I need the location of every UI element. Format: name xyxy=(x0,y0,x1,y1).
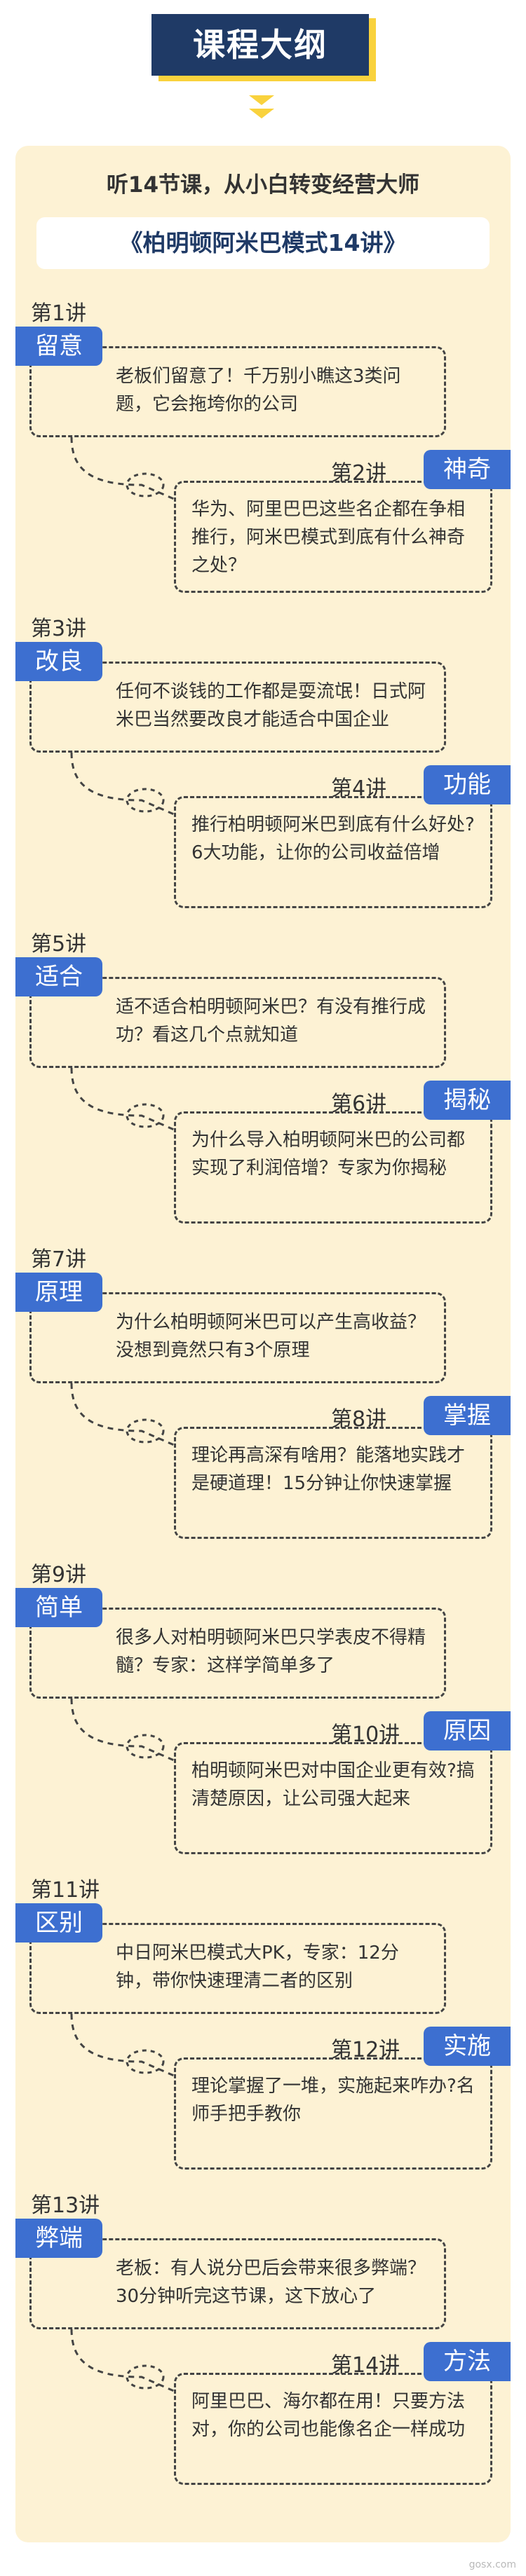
lesson-tag[interactable]: 掌握 xyxy=(424,1396,511,1435)
lesson-number: 第13讲 xyxy=(31,2193,100,2218)
lesson-description: 理论再高深有啥用？能落地实践才是硬道理！15分钟让你快速掌握 xyxy=(174,1427,492,1539)
chevron-down-icon xyxy=(249,95,274,105)
lesson-tag[interactable]: 方法 xyxy=(424,2342,511,2381)
lesson-description: 老板：有人说分巴后会带来很多弊端？30分钟听完这节课，这下放心了 xyxy=(29,2238,446,2329)
lesson-number: 第7讲 xyxy=(31,1247,87,1272)
lesson-number: 第9讲 xyxy=(31,1563,87,1587)
subtitle: 听14节课，从小白转变经营大师 xyxy=(106,172,420,198)
lesson-pair: 第9讲 很多人对柏明顿阿米巴只学表皮不得精髓？专家：这样学简单多了 简单 第10… xyxy=(15,1557,511,1872)
lesson-description: 为什么柏明顿阿米巴可以产生高收益？没想到竟然只有3个原理 xyxy=(29,1292,446,1383)
lesson-description: 华为、阿里巴巴这些名企都在争相推行，阿米巴模式到底有什么神奇之处？ xyxy=(174,481,492,593)
chevron-down-icon xyxy=(249,109,274,118)
lesson-description: 推行柏明顿阿米巴到底有什么好处?6大功能，让你的公司收益倍增 xyxy=(174,796,492,908)
lesson-tag[interactable]: 改良 xyxy=(15,642,102,681)
lesson-pair: 第3讲 任何不谈钱的工作都是耍流氓！日式阿米巴当然要改良才能适合中国企业 改良 … xyxy=(15,611,511,926)
lesson-pair: 第5讲 适不适合柏明顿阿米巴？有没有推行成功？看这几个点就知道 适合 第6讲 为… xyxy=(15,926,511,1242)
lesson-pair: 第1讲 老板们留意了！千万别小瞧这3类问题，它会拖垮你的公司 留意 第2讲 华为… xyxy=(15,296,511,611)
lesson-tag[interactable]: 原因 xyxy=(424,1711,511,1751)
lesson-number: 第1讲 xyxy=(31,301,87,326)
course-outline-panel: 听14节课，从小白转变经营大师 《柏明顿阿米巴模式14讲》 第1讲 老板们留意了… xyxy=(15,146,511,2542)
lesson-tag[interactable]: 适合 xyxy=(15,957,102,996)
lesson-description: 为什么导入柏明顿阿米巴的公司都实现了利润倍增？专家为你揭秘 xyxy=(174,1111,492,1224)
header: 课程大纲 xyxy=(0,14,526,84)
lesson-pair: 第11讲 中日阿米巴模式大PK，专家：12分钟，带你快速理清二者的区别 区别 第… xyxy=(15,1872,511,2188)
lesson-description: 老板们留意了！千万别小瞧这3类问题，它会拖垮你的公司 xyxy=(29,346,446,437)
lesson-number: 第5讲 xyxy=(31,932,87,957)
lesson-description: 柏明顿阿米巴对中国企业更有效?搞清楚原因，让公司强大起来 xyxy=(174,1742,492,1854)
lesson-tag[interactable]: 功能 xyxy=(424,765,511,804)
series-title: 《柏明顿阿米巴模式14讲》 xyxy=(36,217,490,269)
lesson-description: 很多人对柏明顿阿米巴只学表皮不得精髓？专家：这样学简单多了 xyxy=(29,1608,446,1699)
lesson-description: 理论掌握了一堆，实施起来咋办?名师手把手教你 xyxy=(174,2057,492,2170)
lesson-pair: 第13讲 老板：有人说分巴后会带来很多弊端？30分钟听完这节课，这下放心了 弊端… xyxy=(15,2188,511,2503)
lesson-number: 第11讲 xyxy=(31,1878,100,1903)
lesson-tag[interactable]: 区别 xyxy=(15,1903,102,1943)
lesson-pair: 第7讲 为什么柏明顿阿米巴可以产生高收益？没想到竟然只有3个原理 原理 第8讲 … xyxy=(15,1242,511,1557)
lesson-tag[interactable]: 弊端 xyxy=(15,2219,102,2258)
lesson-tag[interactable]: 实施 xyxy=(424,2027,511,2066)
lesson-tag[interactable]: 简单 xyxy=(15,1588,102,1627)
lesson-number: 第3讲 xyxy=(31,617,87,641)
lesson-description: 阿里巴巴、海尔都在用！只要方法对，你的公司也能像名企一样成功 xyxy=(174,2373,492,2485)
lesson-tag[interactable]: 神奇 xyxy=(424,450,511,489)
lesson-description: 任何不谈钱的工作都是耍流氓！日式阿米巴当然要改良才能适合中国企业 xyxy=(29,662,446,753)
lesson-tag[interactable]: 留意 xyxy=(15,327,102,366)
lesson-description: 中日阿米巴模式大PK，专家：12分钟，带你快速理清二者的区别 xyxy=(29,1923,446,2014)
watermark: gosx.com xyxy=(468,2559,516,2570)
lesson-tag[interactable]: 原理 xyxy=(15,1273,102,1312)
lesson-tag[interactable]: 揭秘 xyxy=(424,1081,511,1120)
lesson-description: 适不适合柏明顿阿米巴？有没有推行成功？看这几个点就知道 xyxy=(29,977,446,1068)
page-title: 课程大纲 xyxy=(151,14,369,76)
